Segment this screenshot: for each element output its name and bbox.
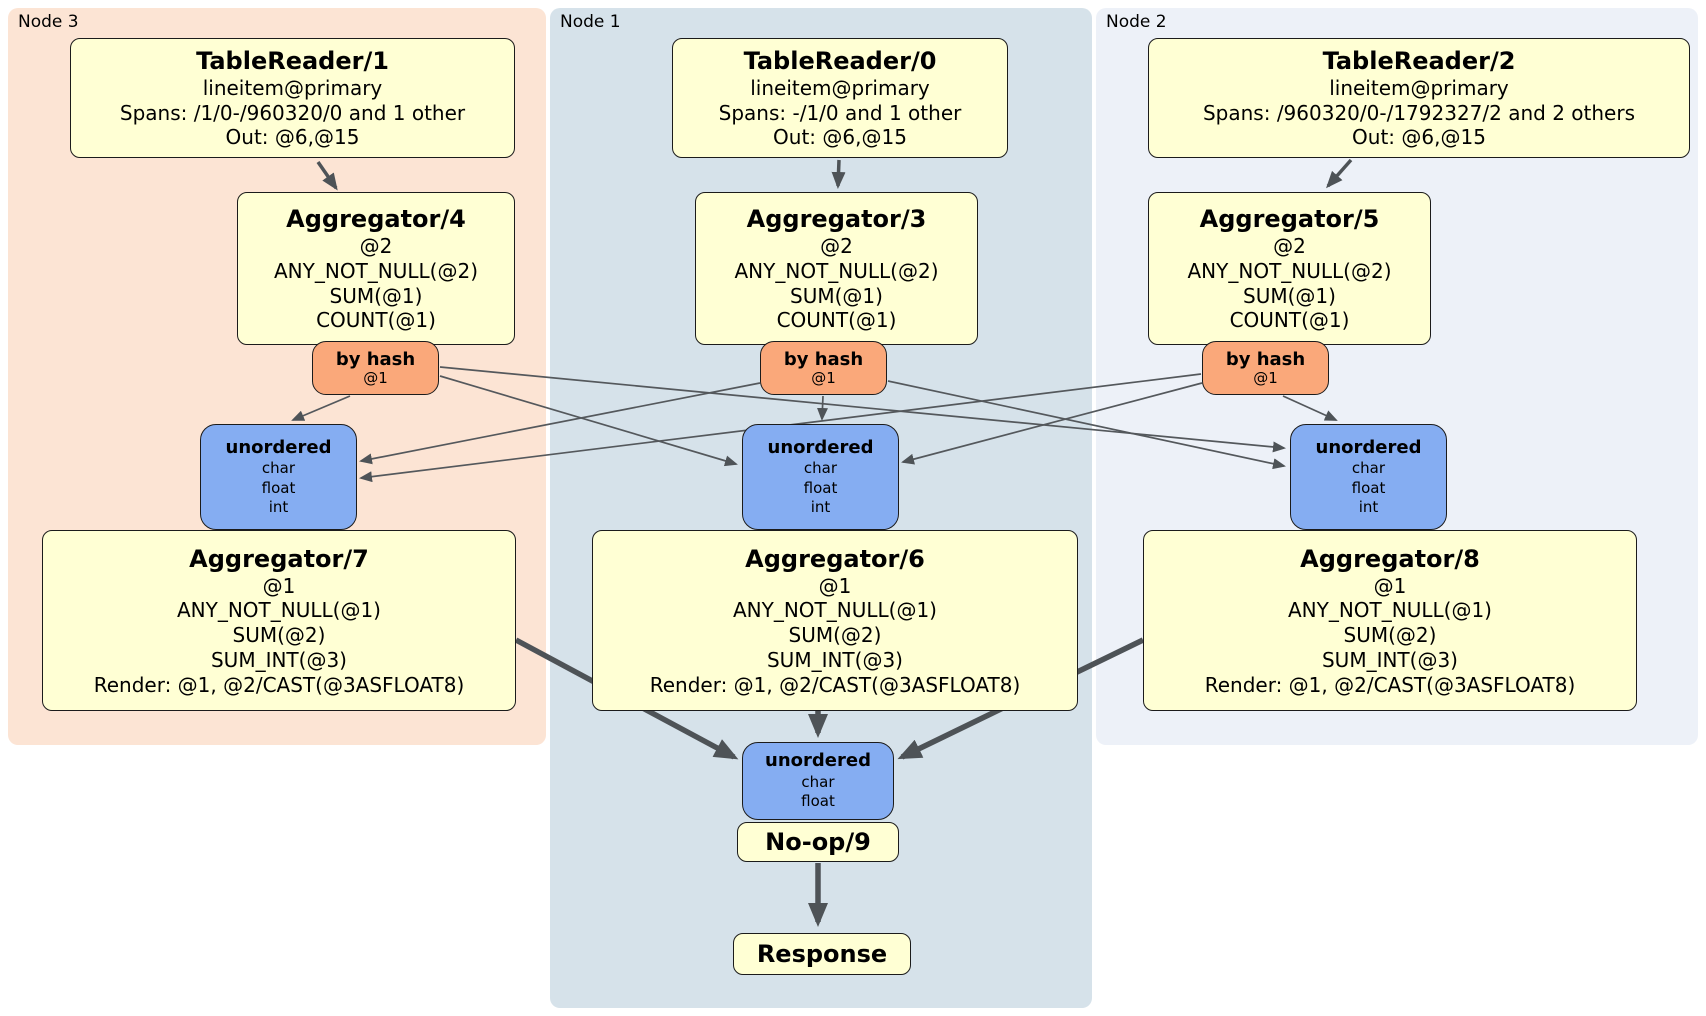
processor-tablereader-1-body: lineitem@primary Spans: /1/0-/960320/0 a… — [119, 75, 466, 150]
sync-unordered-node1-body: char float int — [803, 459, 838, 516]
sync-unordered-node2: unordered char float int — [1290, 424, 1447, 530]
router-by-hash-node2-title: by hash — [1225, 348, 1306, 370]
processor-aggregator-6-title: Aggregator/6 — [745, 544, 925, 573]
processor-tablereader-2: TableReader/2 lineitem@primary Spans: /9… — [1148, 38, 1690, 158]
response-box-title: Response — [756, 940, 888, 968]
router-by-hash-node1-body: @1 — [811, 369, 836, 388]
processor-aggregator-6-body: @1 ANY_NOT_NULL(@1) SUM(@2) SUM_INT(@3) … — [649, 573, 1021, 697]
processor-aggregator-7-body: @1 ANY_NOT_NULL(@1) SUM(@2) SUM_INT(@3) … — [93, 573, 465, 697]
sync-unordered-final-title: unordered — [765, 750, 871, 772]
processor-aggregator-8-title: Aggregator/8 — [1300, 544, 1480, 573]
router-by-hash-node3: by hash @1 — [312, 341, 439, 395]
processor-aggregator-4-title: Aggregator/4 — [286, 204, 466, 233]
processor-tablereader-0-title: TableReader/0 — [743, 46, 937, 75]
processor-aggregator-5-body: @2 ANY_NOT_NULL(@2) SUM(@1) COUNT(@1) — [1187, 233, 1392, 333]
sync-unordered-final: unordered char float — [742, 742, 894, 820]
sync-unordered-node1: unordered char float int — [742, 424, 899, 530]
processor-aggregator-3-body: @2 ANY_NOT_NULL(@2) SUM(@1) COUNT(@1) — [734, 233, 939, 333]
router-by-hash-node2: by hash @1 — [1202, 341, 1329, 395]
processor-tablereader-0-body: lineitem@primary Spans: -/1/0 and 1 othe… — [718, 75, 962, 150]
processor-noop-9-title: No-op/9 — [765, 828, 871, 856]
sync-unordered-node3-body: char float int — [261, 459, 296, 516]
processor-tablereader-1-title: TableReader/1 — [196, 46, 389, 75]
processor-aggregator-7: Aggregator/7 @1 ANY_NOT_NULL(@1) SUM(@2)… — [42, 530, 516, 711]
processor-noop-9: No-op/9 — [737, 822, 899, 862]
response-box: Response — [733, 933, 911, 975]
processor-aggregator-8: Aggregator/8 @1 ANY_NOT_NULL(@1) SUM(@2)… — [1143, 530, 1637, 711]
processor-aggregator-3-title: Aggregator/3 — [746, 204, 927, 233]
sync-unordered-node3: unordered char float int — [200, 424, 357, 530]
router-by-hash-node1-title: by hash — [783, 348, 864, 370]
processor-aggregator-5-title: Aggregator/5 — [1199, 204, 1380, 233]
processor-tablereader-0: TableReader/0 lineitem@primary Spans: -/… — [672, 38, 1008, 158]
processor-aggregator-3: Aggregator/3 @2 ANY_NOT_NULL(@2) SUM(@1)… — [695, 192, 978, 345]
panel-node1-label: Node 1 — [560, 12, 621, 32]
processor-tablereader-1: TableReader/1 lineitem@primary Spans: /1… — [70, 38, 515, 158]
panel-node3-label: Node 3 — [18, 12, 79, 32]
router-by-hash-node3-body: @1 — [363, 369, 388, 388]
processor-aggregator-8-body: @1 ANY_NOT_NULL(@1) SUM(@2) SUM_INT(@3) … — [1204, 573, 1576, 697]
sync-unordered-node2-body: char float int — [1351, 459, 1386, 516]
router-by-hash-node2-body: @1 — [1253, 369, 1278, 388]
router-by-hash-node3-title: by hash — [335, 348, 416, 370]
processor-tablereader-2-body: lineitem@primary Spans: /960320/0-/17923… — [1202, 75, 1635, 150]
sync-unordered-node3-title: unordered — [225, 436, 332, 458]
processor-tablereader-2-title: TableReader/2 — [1322, 46, 1516, 75]
sync-unordered-node1-title: unordered — [767, 436, 874, 458]
processor-aggregator-6: Aggregator/6 @1 ANY_NOT_NULL(@1) SUM(@2)… — [592, 530, 1078, 711]
router-by-hash-node1: by hash @1 — [760, 341, 887, 395]
processor-aggregator-5: Aggregator/5 @2 ANY_NOT_NULL(@2) SUM(@1)… — [1148, 192, 1431, 345]
processor-aggregator-7-title: Aggregator/7 — [189, 544, 369, 573]
processor-aggregator-4: Aggregator/4 @2 ANY_NOT_NULL(@2) SUM(@1)… — [237, 192, 515, 345]
sync-unordered-node2-title: unordered — [1315, 436, 1422, 458]
sync-unordered-final-body: char float — [801, 772, 835, 811]
panel-node2-label: Node 2 — [1106, 12, 1167, 32]
processor-aggregator-4-body: @2 ANY_NOT_NULL(@2) SUM(@1) COUNT(@1) — [274, 233, 478, 333]
